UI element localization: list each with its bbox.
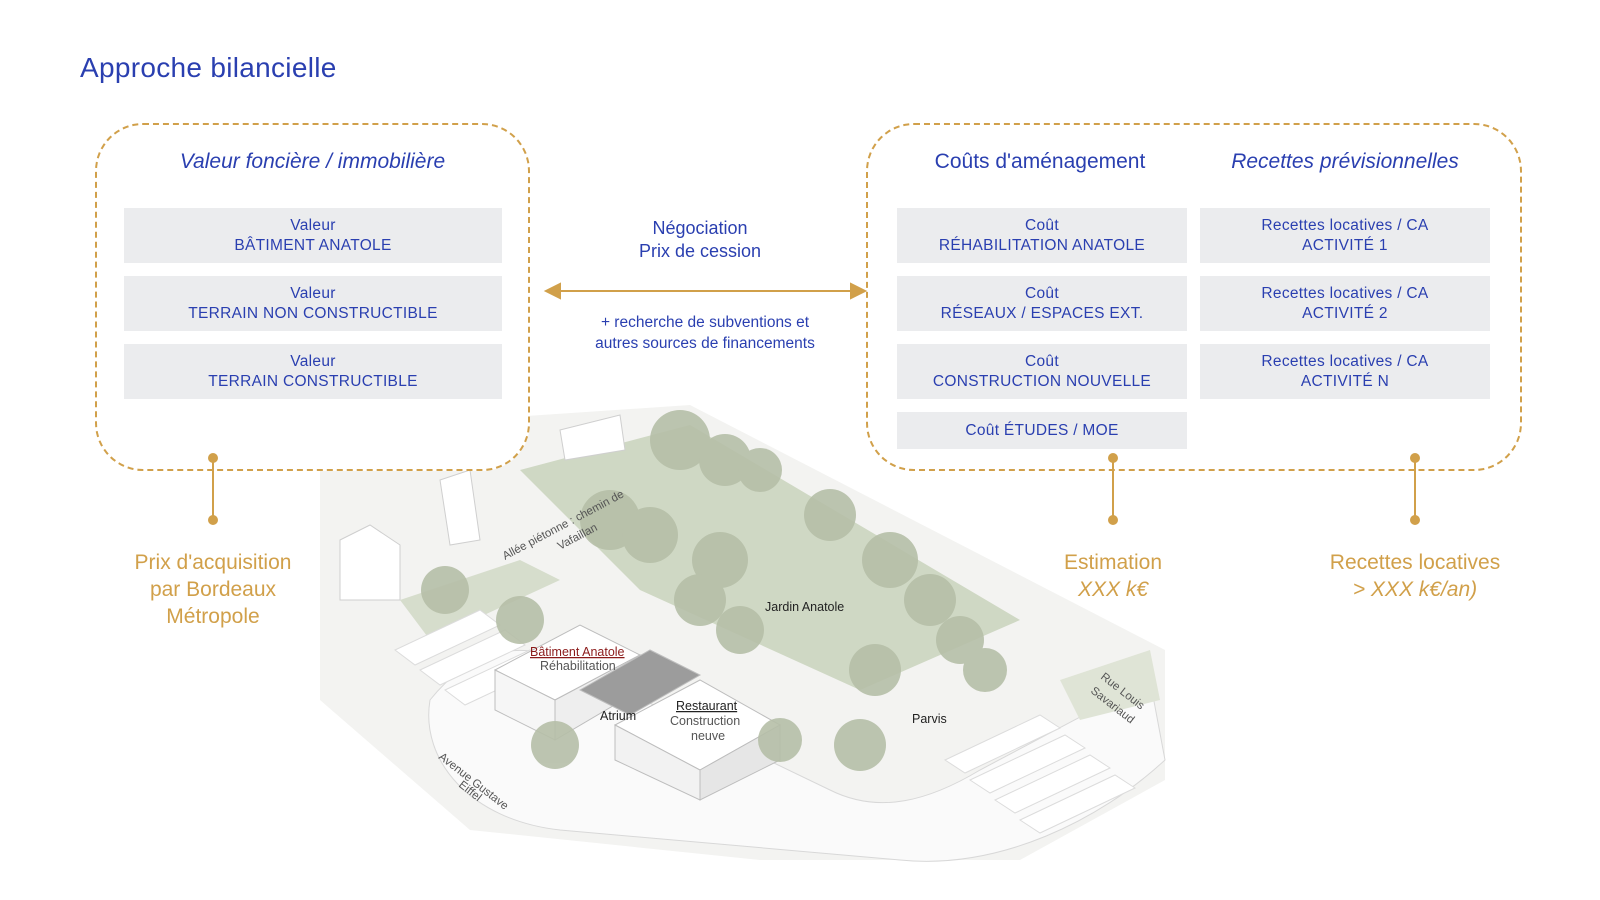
- revenue-activityN-line1: Recettes locatives / CA: [1261, 352, 1429, 370]
- negotiation-label: Négociation Prix de cession: [580, 217, 820, 263]
- cost-construction-line2: CONSTRUCTION NOUVELLE: [932, 372, 1152, 390]
- cost-networks-box: Coût RÉSEAUX / ESPACES EXT.: [897, 276, 1187, 331]
- cost-studies-box: Coût ÉTUDES / MOE: [897, 412, 1187, 449]
- negotiation-line1: Négociation: [652, 218, 748, 238]
- map-label-atrium: Atrium: [600, 709, 636, 723]
- land-value-heading: Valeur foncière / immobilière: [179, 150, 446, 173]
- revenue-activity2-line2: ACTIVITÉ 2: [1302, 304, 1388, 322]
- value-land-nonbuildable-box: Valeur TERRAIN NON CONSTRUCTIBLE: [124, 276, 502, 331]
- cost-construction-line1: Coût: [1025, 352, 1059, 370]
- cost-rehab-line2: RÉHABILITATION ANATOLE: [938, 236, 1146, 254]
- acquisition-price-label: Prix d'acquisition par Bordeaux Métropol…: [100, 549, 326, 630]
- value-building-line1: Valeur: [290, 216, 336, 234]
- value-land-nonbuildable-line1: Valeur: [290, 284, 336, 302]
- map-label-neuve: neuve: [691, 729, 725, 743]
- cost-networks-line2: RÉSEAUX / ESPACES EXT.: [940, 304, 1144, 322]
- revenues-heading: Recettes prévisionnelles: [1231, 150, 1459, 173]
- value-land-buildable-box: Valeur TERRAIN CONSTRUCTIBLE: [124, 344, 502, 399]
- map-label-construction: Construction: [670, 714, 740, 728]
- map-label-rehab: Réhabilitation: [540, 659, 616, 673]
- acquisition-price-line1: Prix d'acquisition: [134, 551, 292, 574]
- estimation-line2: XXX k€: [1077, 578, 1149, 601]
- estimation-line1: Estimation: [1063, 551, 1163, 574]
- revenue-activityN-box: Recettes locatives / CA ACTIVITÉ N: [1200, 344, 1490, 399]
- revenue-activity2-line1: Recettes locatives / CA: [1261, 284, 1429, 302]
- revenue-activityN-line2: ACTIVITÉ N: [1300, 372, 1390, 390]
- costs-heading: Coûts d'aménagement: [934, 150, 1146, 173]
- negotiation-line2: Prix de cession: [638, 241, 762, 261]
- estimation-label: Estimation XXX k€: [1023, 549, 1203, 603]
- arrow-right-head: [850, 282, 868, 300]
- revenue-activity1-box: Recettes locatives / CA ACTIVITÉ 1: [1200, 208, 1490, 263]
- rental-revenue-line2: > XXX k€/an): [1352, 578, 1478, 601]
- value-land-buildable-line2: TERRAIN CONSTRUCTIBLE: [208, 372, 418, 390]
- map-label-batiment: Bâtiment Anatole: [530, 645, 625, 659]
- cost-studies-line1: Coût ÉTUDES / MOE: [965, 421, 1119, 439]
- subsidies-note: + recherche de subventions et autres sou…: [565, 312, 845, 354]
- map-label-parvis: Parvis: [912, 712, 947, 726]
- acquisition-price-line2: par Bordeaux: [149, 578, 277, 601]
- value-building-box: Valeur BÂTIMENT ANATOLE: [124, 208, 502, 263]
- arrow-left-head: [543, 282, 561, 300]
- page-title: Approche bilancielle: [80, 52, 337, 83]
- garden-area: [520, 425, 1020, 690]
- cost-construction-box: Coût CONSTRUCTION NOUVELLE: [897, 344, 1187, 399]
- value-land-buildable-line1: Valeur: [290, 352, 336, 370]
- rental-revenue-line1: Recettes locatives: [1329, 551, 1501, 574]
- map-label-restaurant: Restaurant: [676, 699, 738, 713]
- revenue-activity2-box: Recettes locatives / CA ACTIVITÉ 2: [1200, 276, 1490, 331]
- cost-rehab-line1: Coût: [1025, 216, 1059, 234]
- value-building-line2: BÂTIMENT ANATOLE: [234, 236, 392, 254]
- subsidies-note-line1: + recherche de subventions et: [600, 314, 810, 331]
- acquisition-price-line3: Métropole: [166, 605, 260, 628]
- revenue-activity1-line2: ACTIVITÉ 1: [1302, 236, 1388, 254]
- cost-networks-line1: Coût: [1025, 284, 1059, 302]
- rental-revenue-label: Recettes locatives > XXX k€/an): [1290, 549, 1540, 603]
- map-label-jardin: Jardin Anatole: [765, 600, 844, 614]
- value-land-nonbuildable-line2: TERRAIN NON CONSTRUCTIBLE: [188, 304, 438, 322]
- subsidies-note-line2: autres sources de financements: [595, 335, 815, 352]
- cost-rehab-box: Coût RÉHABILITATION ANATOLE: [897, 208, 1187, 263]
- revenue-activity1-line1: Recettes locatives / CA: [1261, 216, 1429, 234]
